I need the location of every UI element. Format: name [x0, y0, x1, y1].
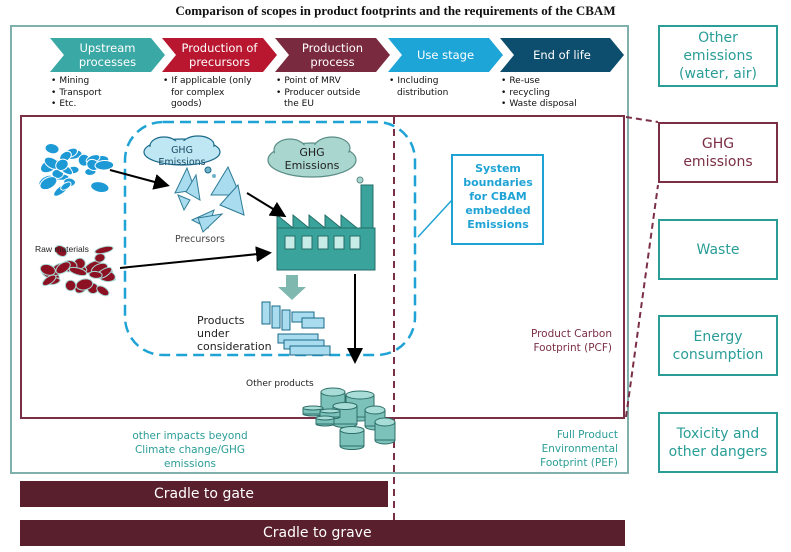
side-box-label: Other emissions (water, air) — [679, 30, 757, 82]
cylinder — [315, 415, 335, 427]
stage-bullet: distribution — [397, 87, 449, 98]
cbam-boundary — [123, 120, 417, 357]
stage-bullet: recycling — [501, 88, 577, 100]
products-icon — [261, 301, 331, 356]
ghg-connector-top — [625, 116, 659, 123]
pef-label: Full Product Environmental Footprint (PE… — [540, 429, 618, 469]
cradle-to-gate-label: Cradle to gate — [153, 486, 255, 502]
pcf-label: Product Carbon Footprint (PCF) — [530, 328, 612, 354]
stage-bullet: Including — [389, 76, 448, 88]
stage-label: Upstream processes — [78, 41, 137, 69]
raw-material-particle — [94, 245, 114, 255]
stage-chevrons — [50, 38, 624, 72]
raw-material-particle — [54, 245, 68, 258]
stage-bullet-list: MiningTransportEtc. — [51, 76, 102, 111]
raw-material-particle — [44, 143, 60, 155]
ghg-cloud-large-label: GHG Emissions — [284, 146, 340, 172]
products-label: Products under consideration — [197, 314, 272, 353]
diagram-title: Comparison of scopes in product footprin… — [175, 3, 616, 18]
other-impacts-label: other impacts beyond Climate change/GHG … — [132, 430, 248, 470]
precursors-icon — [174, 165, 245, 233]
system-boundaries-box — [451, 154, 544, 245]
raw-material-particle — [55, 158, 69, 171]
side-box-energy-consumption: Energy consumption — [658, 315, 778, 376]
raw-material-particle — [68, 266, 88, 277]
stage-bullet: If applicable (only — [163, 76, 251, 88]
stage-chevron — [388, 38, 503, 72]
stage-bullet: Etc. — [51, 99, 102, 111]
factory-icon — [276, 184, 376, 271]
stage-bullet: Transport — [51, 88, 101, 100]
precursors-label: Precursors — [175, 234, 225, 245]
stage-chevron — [500, 38, 624, 72]
stage-label: Use stage — [416, 48, 475, 62]
ghg-cloud-small-icon — [143, 135, 221, 178]
other-products-icon — [302, 387, 396, 450]
stage-bullet: Re-use — [501, 76, 577, 88]
stage-bullet: the EU — [284, 99, 314, 109]
pef-boundary-box — [10, 25, 629, 474]
cylinder — [374, 417, 396, 445]
raw-material-particle — [64, 279, 77, 292]
arrow-precursors-to-factory — [246, 192, 287, 218]
stage-bullet: for complex — [171, 87, 225, 98]
side-box-label: Toxicity and other dangers — [668, 425, 768, 460]
side-box-label: Waste — [696, 241, 740, 258]
cradle-to-grave-label: Cradle to grave — [263, 525, 372, 541]
raw-materials-label: Raw materials — [35, 244, 89, 254]
system-boundaries-connector — [417, 199, 453, 238]
raw-material-particle — [90, 181, 110, 194]
stage-chevron — [50, 38, 165, 72]
output-arrow-icon — [278, 275, 306, 300]
stage-label: Production of precursors — [181, 41, 258, 69]
stage-bullet: Mining — [51, 76, 102, 88]
ghg-cloud-small-label: GHG Emissions — [158, 145, 206, 168]
cradle-to-gate-bar: Cradle to gate — [20, 481, 388, 507]
stage-bullet: Producer outside — [276, 88, 360, 100]
stage-bullet: Point of MRV — [276, 76, 360, 88]
arrow-raw-to-precursors — [109, 169, 170, 190]
raw-material-particle — [88, 270, 103, 279]
raw-material-particle — [94, 160, 115, 171]
cradle-to-grave-bar: Cradle to grave — [20, 520, 625, 546]
stage-bullet-list: Re-userecyclingWaste disposal — [501, 76, 577, 111]
stage-label: End of life — [533, 48, 591, 62]
raw-material-particle — [39, 263, 56, 276]
cylinder — [302, 405, 324, 417]
cylinder — [339, 426, 365, 450]
other-products-label: Other products — [246, 379, 314, 389]
side-box-toxicity: Toxicity and other dangers — [658, 412, 778, 473]
raw-material-particle — [96, 285, 110, 297]
raw-material-particle — [55, 261, 71, 275]
side-box-ghg-emissions: GHG emissions — [658, 122, 778, 183]
side-box-other-emissions: Other emissions (water, air) — [658, 25, 778, 87]
arrow-raw-to-factory — [119, 246, 272, 269]
raw-material-particle — [41, 274, 57, 287]
raw-material-red-icon — [39, 245, 116, 297]
stage-bullet: goods) — [171, 99, 202, 109]
stage-bullet: Waste disposal — [501, 99, 576, 111]
ghg-cloud-large-icon — [267, 136, 364, 184]
side-box-label: Energy consumption — [672, 328, 764, 363]
system-boundaries-label: System boundaries for CBAM embedded Emis… — [463, 162, 533, 231]
side-box-label: GHG emissions — [683, 135, 753, 170]
stage-chevron — [162, 38, 277, 72]
side-box-waste: Waste — [658, 219, 778, 280]
raw-material-particle — [60, 181, 72, 191]
stage-chevron — [275, 38, 390, 72]
raw-material-blue-icon — [38, 143, 115, 197]
ghg-connector-bottom — [625, 184, 659, 418]
raw-material-particle — [39, 176, 58, 191]
stage-label: Production process — [301, 41, 364, 69]
